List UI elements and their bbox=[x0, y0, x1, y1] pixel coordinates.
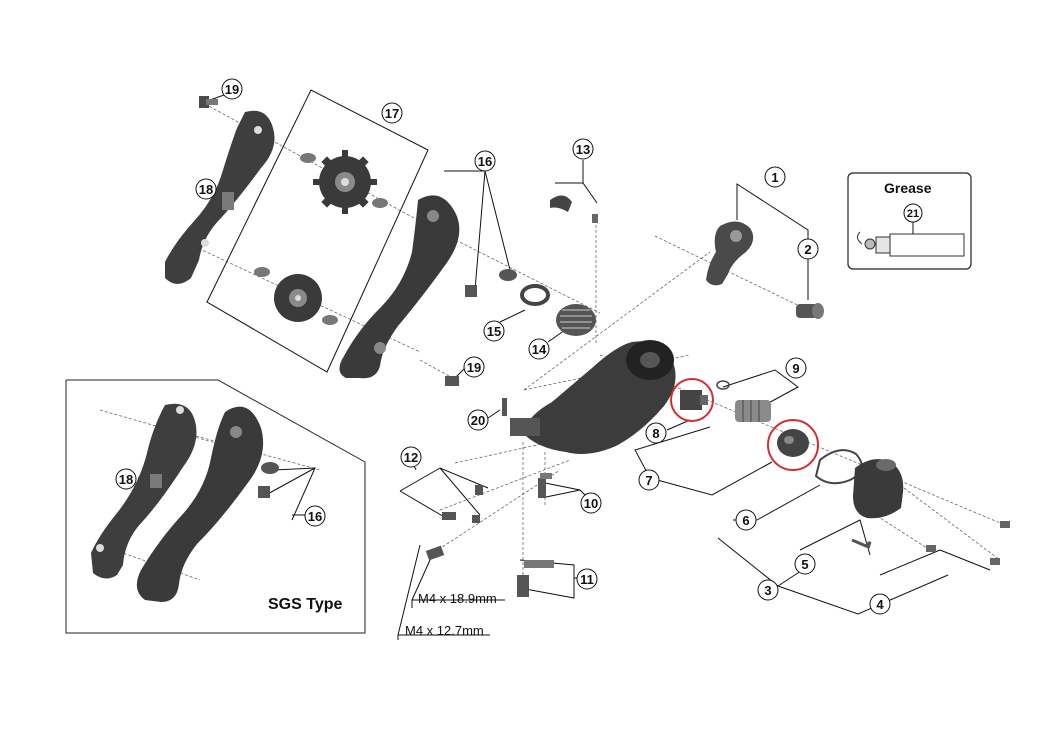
svg-text:17: 17 bbox=[385, 106, 399, 121]
callout-4: 4 bbox=[869, 593, 891, 615]
part-clip-13 bbox=[550, 195, 598, 223]
sgs-type-label: SGS Type bbox=[268, 596, 343, 613]
callout-16-sgs: 16 bbox=[304, 505, 326, 527]
svg-text:13: 13 bbox=[576, 142, 590, 157]
svg-text:7: 7 bbox=[645, 473, 652, 488]
svg-text:4: 4 bbox=[876, 597, 884, 612]
part-clutch-plate-8 bbox=[680, 390, 708, 410]
part-pulley-set-17 bbox=[254, 150, 388, 325]
callout-20: 20 bbox=[467, 409, 489, 431]
svg-text:1: 1 bbox=[771, 170, 778, 185]
callout-10: 10 bbox=[580, 492, 602, 514]
svg-text:10: 10 bbox=[584, 496, 598, 511]
callout-14: 14 bbox=[528, 338, 550, 360]
part-inner-plate bbox=[339, 195, 460, 379]
part-pin-20 bbox=[502, 398, 507, 416]
part-clutch-cap bbox=[777, 429, 809, 457]
part-lever-5 bbox=[851, 538, 872, 549]
part-friction-axle-9 bbox=[716, 380, 771, 422]
callout-3: 3 bbox=[757, 579, 779, 601]
part-fixing-bolt-19-top bbox=[199, 96, 218, 108]
highlight-circles bbox=[670, 378, 819, 471]
leader-lines bbox=[137, 89, 991, 640]
callout-2: 2 bbox=[797, 238, 819, 260]
svg-text:8: 8 bbox=[652, 426, 659, 441]
callout-18-top: 18 bbox=[195, 178, 217, 200]
part-screws-12 bbox=[425, 485, 483, 561]
svg-text:5: 5 bbox=[801, 557, 808, 572]
callout-15: 15 bbox=[483, 320, 505, 342]
callout-5: 5 bbox=[794, 553, 816, 575]
svg-text:9: 9 bbox=[792, 361, 799, 376]
sgs-inset-frame bbox=[65, 379, 366, 634]
svg-text:11: 11 bbox=[580, 572, 594, 587]
callout-11: 11 bbox=[576, 568, 598, 590]
callout-19-top: 19 bbox=[221, 78, 243, 100]
callout-13: 13 bbox=[572, 138, 594, 160]
part-outer-plate-18 bbox=[165, 110, 275, 284]
part-screws-4 bbox=[926, 521, 1010, 565]
part-main-body bbox=[510, 340, 676, 454]
svg-text:16: 16 bbox=[308, 509, 322, 524]
part-cover-unit bbox=[853, 459, 904, 519]
part-b-axle-2 bbox=[796, 303, 824, 319]
svg-text:16: 16 bbox=[478, 154, 492, 169]
part-screws-10 bbox=[538, 473, 552, 498]
svg-text:19: 19 bbox=[225, 82, 239, 97]
callout-12: 12 bbox=[400, 446, 422, 468]
callout-18-sgs: 18 bbox=[115, 468, 137, 490]
svg-text:20: 20 bbox=[471, 413, 485, 428]
highlight-clutch-plate bbox=[670, 378, 714, 422]
svg-text:2: 2 bbox=[804, 242, 811, 257]
screw-spec-long: M4 x 18.9mm bbox=[418, 591, 497, 606]
svg-text:6: 6 bbox=[742, 513, 749, 528]
svg-text:18: 18 bbox=[119, 472, 133, 487]
callout-21: 21 bbox=[903, 203, 923, 234]
svg-text:19: 19 bbox=[467, 360, 481, 375]
svg-text:3: 3 bbox=[764, 583, 771, 598]
svg-text:12: 12 bbox=[404, 450, 418, 465]
callout-17: 17 bbox=[381, 102, 403, 124]
highlight-clutch-cap bbox=[767, 419, 819, 471]
part-stopper-15 bbox=[520, 284, 550, 306]
callout-7: 7 bbox=[638, 469, 660, 491]
callout-9: 9 bbox=[785, 357, 807, 379]
svg-text:15: 15 bbox=[487, 324, 501, 339]
callout-19-mid: 19 bbox=[463, 356, 485, 378]
part-pulley-bolts-16 bbox=[465, 269, 517, 297]
part-b-link-1 bbox=[706, 221, 754, 286]
callout-1: 1 bbox=[764, 166, 786, 188]
callout-16-top: 16 bbox=[474, 150, 496, 172]
svg-text:18: 18 bbox=[199, 182, 213, 197]
svg-text:21: 21 bbox=[907, 208, 919, 220]
grease-tube-icon bbox=[856, 231, 965, 257]
callout-6: 6 bbox=[735, 509, 757, 531]
part-sgs-inner-plate bbox=[136, 406, 279, 602]
part-fixing-bolt-19-mid bbox=[445, 376, 459, 386]
svg-text:14: 14 bbox=[532, 342, 547, 357]
part-sgs-outer-plate bbox=[91, 403, 197, 579]
part-adjust-bolt-11 bbox=[517, 560, 554, 597]
grease-title: Grease bbox=[884, 180, 932, 196]
screw-spec-short: M4 x 12.7mm bbox=[405, 623, 484, 638]
part-spring-14 bbox=[556, 304, 596, 336]
callout-8: 8 bbox=[645, 422, 667, 444]
